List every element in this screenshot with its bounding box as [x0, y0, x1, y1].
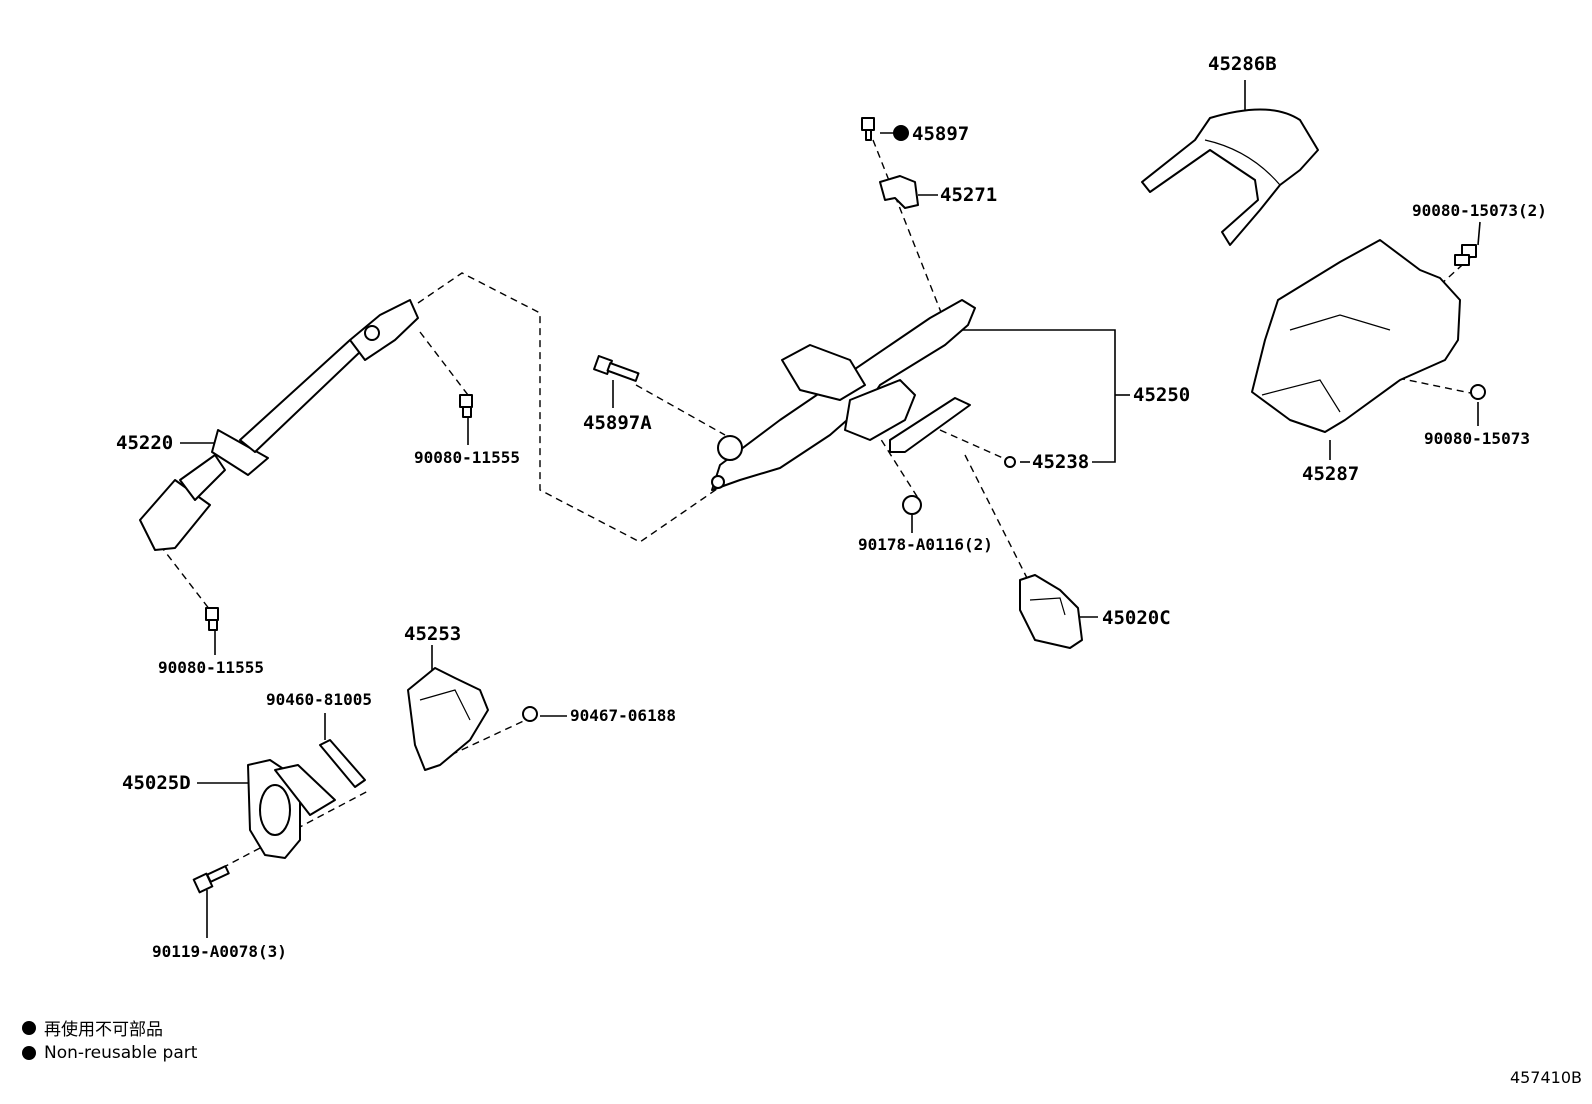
- non-reusable-dot-icon: [22, 1045, 36, 1060]
- label-90080-11555-upper[interactable]: 90080-11555: [414, 448, 520, 467]
- dashed-connectors: [159, 139, 1481, 869]
- label-90080-15073[interactable]: 90080-15073: [1424, 429, 1530, 448]
- label-45897A[interactable]: 45897A: [583, 412, 652, 434]
- lower-column-cover: [1251, 239, 1461, 433]
- clamp: [879, 175, 919, 209]
- label-45250[interactable]: 45250: [1133, 384, 1190, 406]
- legend-text-jp: 再使用不可部品: [44, 1020, 163, 1040]
- legend: 再使用不可部品 Non-reusable part: [22, 1015, 197, 1065]
- label-45220[interactable]: 45220: [116, 432, 173, 454]
- label-45020C[interactable]: 45020C: [1102, 607, 1171, 629]
- boot-cover: [407, 667, 489, 771]
- label-45238[interactable]: 45238: [1032, 451, 1089, 473]
- label-90080-11555-lower[interactable]: 90080-11555: [158, 658, 264, 677]
- leader-lines: [180, 80, 1481, 938]
- upper-column-cover: [1141, 108, 1319, 246]
- part-labels: 45286B 45897 45271 90080-15073(2) 45250 …: [116, 53, 1547, 961]
- legend-row-en: Non-reusable part: [22, 1040, 197, 1065]
- fasteners: [192, 117, 1486, 894]
- label-45287[interactable]: 45287: [1302, 463, 1359, 485]
- legend-text-en: Non-reusable part: [44, 1042, 198, 1063]
- label-45253[interactable]: 45253: [404, 623, 461, 645]
- label-45025D[interactable]: 45025D: [122, 772, 191, 794]
- label-90467-06188[interactable]: 90467-06188: [570, 706, 676, 725]
- non-reusable-dot-icon: [22, 1020, 36, 1035]
- lock-bracket: [1019, 574, 1083, 649]
- legend-row-jp: 再使用不可部品: [22, 1015, 197, 1040]
- label-90178-A0116-2[interactable]: 90178-A0116(2): [858, 535, 993, 554]
- label-45271[interactable]: 45271: [940, 184, 997, 206]
- label-90080-15073-2[interactable]: 90080-15073(2): [1412, 201, 1547, 220]
- label-45286B[interactable]: 45286B: [1208, 53, 1277, 75]
- label-45897[interactable]: 45897: [912, 123, 969, 145]
- figure-id: 457410B: [1509, 1068, 1582, 1087]
- seal-ring: [319, 739, 366, 788]
- hole-cover: [247, 759, 336, 859]
- steering-column-assembly: [711, 299, 976, 491]
- label-90460-81005[interactable]: 90460-81005: [266, 690, 372, 709]
- label-90119-A0078-3[interactable]: 90119-A0078(3): [152, 942, 287, 961]
- intermediate-shaft: [139, 299, 419, 551]
